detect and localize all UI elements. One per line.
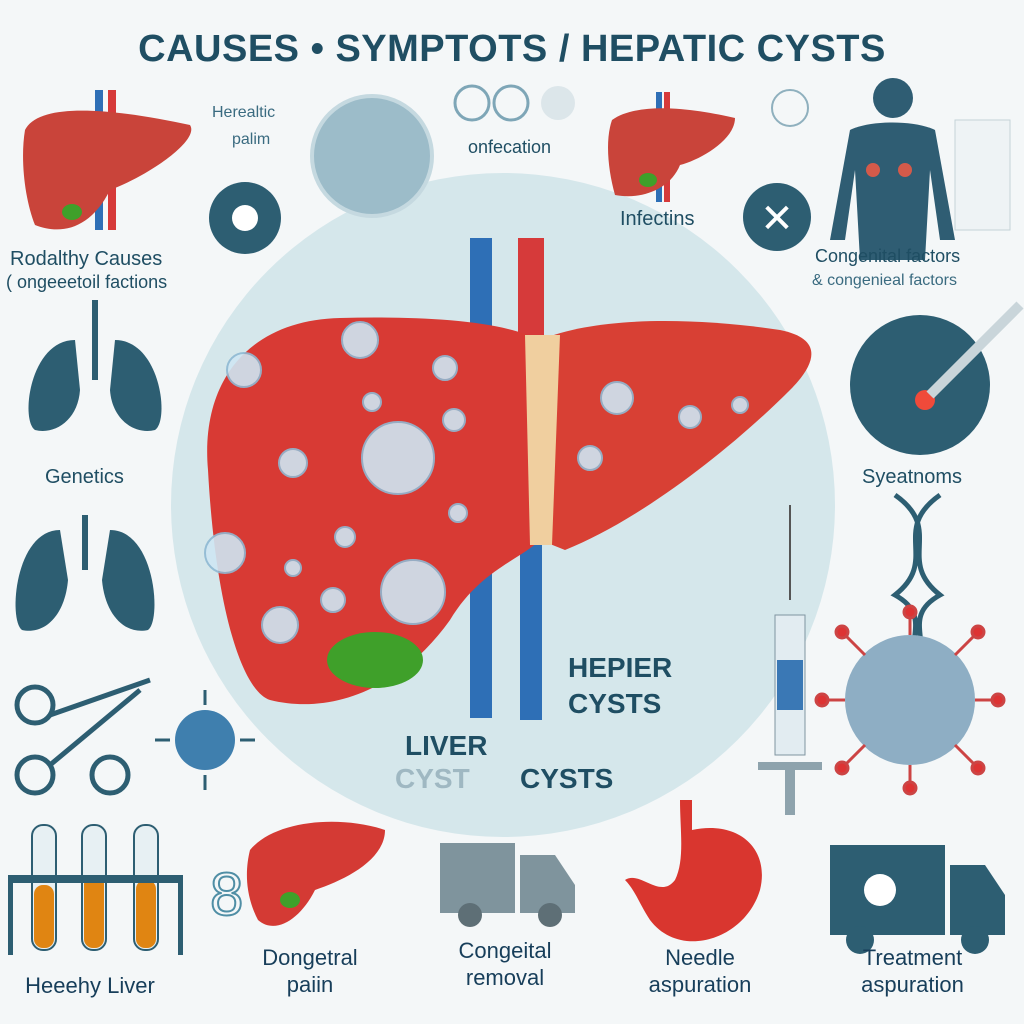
gallbladder xyxy=(327,632,423,688)
label-rodalthy-causes: Rodalthy Causes xyxy=(10,248,163,270)
bottom-label-treatment-aspuration: Treatment aspuration xyxy=(830,944,995,998)
ambulance-icon xyxy=(830,845,1005,954)
bottom-label-line1: Heeehy Liver xyxy=(25,973,155,998)
bottom-label-line2: paiin xyxy=(286,972,334,997)
cysts xyxy=(204,321,749,644)
label-liver: LIVER xyxy=(405,730,488,761)
virus-icon-blue xyxy=(155,690,255,790)
syringe-icon xyxy=(758,505,822,815)
injection-circle-icon xyxy=(850,315,990,455)
truck-icon xyxy=(440,843,575,927)
label-infectins: Infectins xyxy=(620,208,695,230)
virus-icon-red xyxy=(814,604,1006,796)
badge-icons xyxy=(453,84,575,122)
stomach-icon xyxy=(625,800,762,942)
scissors-icon xyxy=(14,677,151,796)
bottom-label-line2: aspuration xyxy=(861,972,964,997)
bottom-label-congenital-pain: Dongetral paiin xyxy=(235,944,385,998)
label-cyst-faded: CYST xyxy=(395,763,470,794)
label-palim: palim xyxy=(232,131,271,148)
human-body-icon xyxy=(830,78,955,260)
liver-small-icon-3 xyxy=(246,821,385,926)
bottom-label-congenital-removal: Congeital removal xyxy=(430,937,580,991)
bottom-label-line2: aspuration xyxy=(648,972,752,997)
bottom-label-needle-aspuration: Needle aspuration xyxy=(620,944,780,998)
liver-small-icon-2 xyxy=(608,92,735,202)
label-syeatnoms: Syeatnoms xyxy=(862,466,963,488)
label-ongeeetoil-factions: ( ongeeetoil factions xyxy=(6,272,168,292)
liver-small-icon xyxy=(23,90,192,230)
test-tubes-icon xyxy=(8,824,183,955)
cross-badge-icon xyxy=(743,183,811,251)
label-congenital-factors: Congenital factors xyxy=(815,246,961,266)
label-herealtic: Herealtic xyxy=(212,104,276,121)
page-title: CAUSES • SYMPTOTS / HEPATIC CYSTS xyxy=(138,28,886,70)
bottom-label-line1: Congeital xyxy=(458,938,552,963)
cell-sphere-icon xyxy=(310,94,434,218)
label-onfecation: onfecation xyxy=(468,137,552,157)
label-cysts-upper: CYSTS xyxy=(568,688,662,719)
bottom-label-line1: Needle xyxy=(665,945,735,970)
bottom-label-healthy-liver: Heeehy Liver xyxy=(5,972,175,999)
bottom-label-line1: Treatment xyxy=(862,945,963,970)
infinity-icon: 8 xyxy=(210,861,243,928)
svg-text:✕: ✕ xyxy=(760,196,794,242)
bottom-label-line2: removal xyxy=(465,965,545,990)
small-circle-icon xyxy=(771,89,809,127)
lungs-icon xyxy=(28,300,162,431)
label-hepier: HEPIER xyxy=(568,652,673,683)
lungs-icon-2 xyxy=(15,515,155,631)
report-card xyxy=(954,119,1011,231)
label-cysts-lower: CYSTS xyxy=(520,763,614,794)
label-congenieal-factors: & congenieal factors xyxy=(812,272,957,289)
bottom-label-line1: Dongetral xyxy=(262,945,358,970)
label-genetics: Genetics xyxy=(45,466,124,488)
